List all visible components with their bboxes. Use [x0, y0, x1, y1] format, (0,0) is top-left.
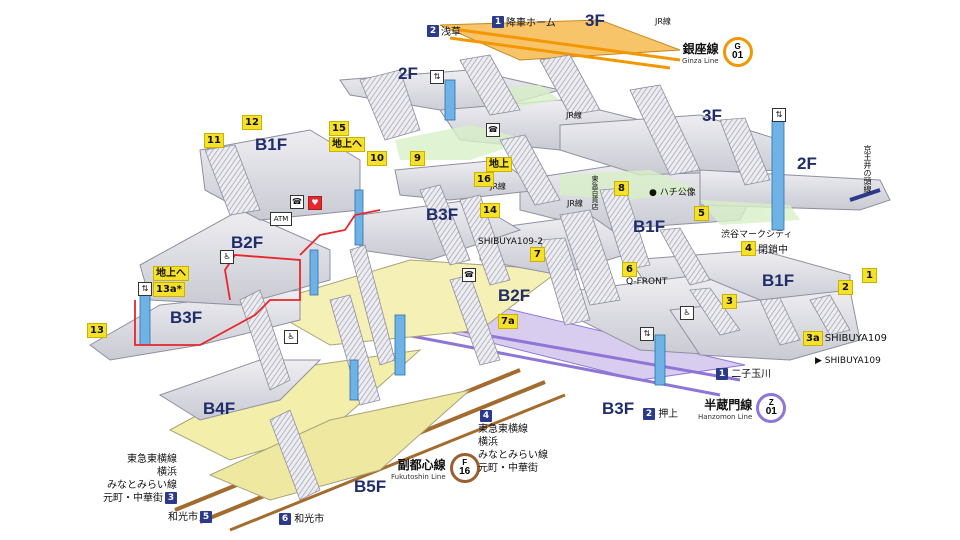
hanzomon-dir-2-number: 2 [643, 408, 655, 420]
floor-b5f: B5F [354, 477, 387, 496]
floor-b2f-left: B2F [231, 233, 264, 252]
exit-3a-label: SHIBUYA109 [824, 333, 887, 344]
q-front-label: Q-FRONT [626, 277, 668, 287]
platform-1-number: 1 [492, 15, 504, 28]
jr-label-mid2: JR線 [567, 199, 583, 208]
hanzomon-line-badge: 半蔵門線 Hanzomon Line Z 01 [698, 393, 787, 423]
fukutoshin-direction-4: 4 東急東横線 横浜 みなとみらい線 元町・中華街 [478, 410, 548, 474]
floor-b3f-left: B3F [170, 308, 203, 327]
phone-icon: ☎ [462, 268, 476, 282]
floor-3f-ginza: 3F [585, 11, 605, 30]
hanzomon-direction-1: 1 二子玉川 [714, 368, 771, 381]
platform-1-text: 降車ホーム [506, 18, 556, 29]
tokyu-label: 東急百貨店 [591, 175, 599, 210]
accessible-toilet-icon: ♿ [284, 330, 298, 344]
exit-6[interactable]: 6 [622, 262, 637, 277]
fukutoshin-line-name: 副都心線 [397, 457, 446, 472]
exit-15-chijou: 地上へ [329, 137, 365, 152]
elevator-icon: ⇅ [138, 282, 152, 296]
jr-label-top: JR線 [655, 17, 671, 26]
exit-12[interactable]: 12 [242, 115, 262, 130]
floor-b4f: B4F [203, 399, 236, 418]
floor-b3f-center: B3F [426, 205, 459, 224]
exit-13a[interactable]: 地上へ 13a* [153, 266, 189, 297]
exit-13a-chijou: 地上へ [153, 266, 189, 281]
accessible-toilet-icon: ♿ [220, 250, 234, 264]
floor-2f-right: 2F [797, 154, 817, 173]
exit-9[interactable]: 9 [410, 151, 425, 166]
fukutoshin-direction-6: 6 和光市 [277, 513, 324, 526]
elevator-icon: ⇅ [430, 70, 444, 84]
fukutoshin-line-name-en: Fukutoshin Line [391, 472, 446, 481]
phone-icon: ☎ [290, 195, 304, 209]
elevator-icon: ⇅ [640, 327, 654, 341]
hanzomon-direction-2: 2 押上 [641, 408, 678, 421]
floor-b1f-mid: B1F [633, 217, 666, 236]
inokashira-label: 京王井の頭線 [863, 145, 872, 193]
inokashira-line [849, 188, 881, 202]
ginza-line-name-en: Ginza Line [682, 56, 719, 65]
shibuya109-2-label: SHIBUYA109-2 [478, 237, 544, 247]
hanzomon-dir-1-text: 二子玉川 [731, 369, 772, 380]
exit-14[interactable]: 14 [480, 203, 500, 218]
hanzomon-line-name: 半蔵門線 [704, 397, 753, 412]
staircases [204, 54, 851, 501]
hanzomon-dir-2-text: 押上 [658, 409, 679, 420]
exit-3[interactable]: 3 [722, 294, 737, 309]
accessible-toilet-icon: ♿ [680, 306, 694, 320]
jr-label-left: JR線 [490, 182, 506, 191]
exit-8[interactable]: 8 [614, 181, 629, 196]
exit-1[interactable]: 1 [862, 268, 877, 283]
exit-13a-number: 13a* [153, 282, 185, 297]
exit-5[interactable]: 5 [694, 206, 709, 221]
fukutoshin-line-badge: 副都心線 Fukutoshin Line F 16 [391, 453, 480, 483]
exit-4[interactable]: 4 閉鎖中 [741, 241, 788, 256]
ginza-platform [439, 19, 681, 70]
hanzomon-line-symbol: Z 01 [756, 393, 787, 423]
mark-city-label: 渋谷マークシティ [721, 230, 793, 240]
exit-3a[interactable]: 3a SHIBUYA109 [803, 331, 887, 346]
exit-7a[interactable]: 7a [498, 314, 518, 329]
atm-icon: ATM [270, 212, 292, 226]
hachiko-label: ● ハチ公像 [649, 188, 696, 198]
ground-level-marker[interactable]: 地上 [486, 157, 512, 172]
floor-2f-left: 2F [398, 64, 418, 83]
floor-b3f-bottom: B3F [602, 399, 635, 418]
hanzomon-dir-1-number: 1 [716, 368, 728, 380]
exit-10[interactable]: 10 [367, 151, 387, 166]
jr-label-mid: JR線 [566, 111, 582, 120]
ginza-line-symbol: G 01 [722, 37, 753, 67]
exit-11[interactable]: 11 [204, 133, 224, 148]
platform-2-text: 浅草 [441, 27, 461, 38]
exit-7[interactable]: 7 [530, 247, 545, 262]
exit-2[interactable]: 2 [838, 280, 853, 295]
exit-4-status: 閉鎖中 [758, 245, 788, 256]
elevator-shafts [139, 79, 785, 401]
ginza-line-name: 銀座線 [682, 41, 719, 56]
elevator-icon: ⇅ [772, 108, 786, 122]
exit-15-number: 15 [329, 121, 349, 136]
ginza-platform-2-label: 2 浅草 [427, 23, 461, 38]
hanzomon-line-name-en: Hanzomon Line [698, 412, 753, 421]
exit-13[interactable]: 13 [87, 323, 107, 338]
exit-3-destination: ▶ SHIBUYA109 [815, 356, 881, 366]
exit-15[interactable]: 15 地上へ [329, 121, 365, 152]
exit-16[interactable]: 16 [474, 172, 494, 187]
floor-b1f-right: B1F [762, 271, 795, 290]
ginza-line-badge: 銀座線 Ginza Line G 01 [682, 37, 753, 67]
ginza-platform-1-label: 1 降車ホーム [492, 14, 556, 29]
floor-b2f-mid: B2F [498, 286, 531, 305]
fukutoshin-line-symbol: F 16 [449, 453, 480, 483]
floor-3f-right: 3F [702, 106, 722, 125]
aed-icon: ♥ [308, 196, 322, 210]
platform-2-number: 2 [427, 24, 439, 37]
floor-b1f-left: B1F [255, 135, 288, 154]
phone-icon: ☎ [486, 123, 500, 137]
